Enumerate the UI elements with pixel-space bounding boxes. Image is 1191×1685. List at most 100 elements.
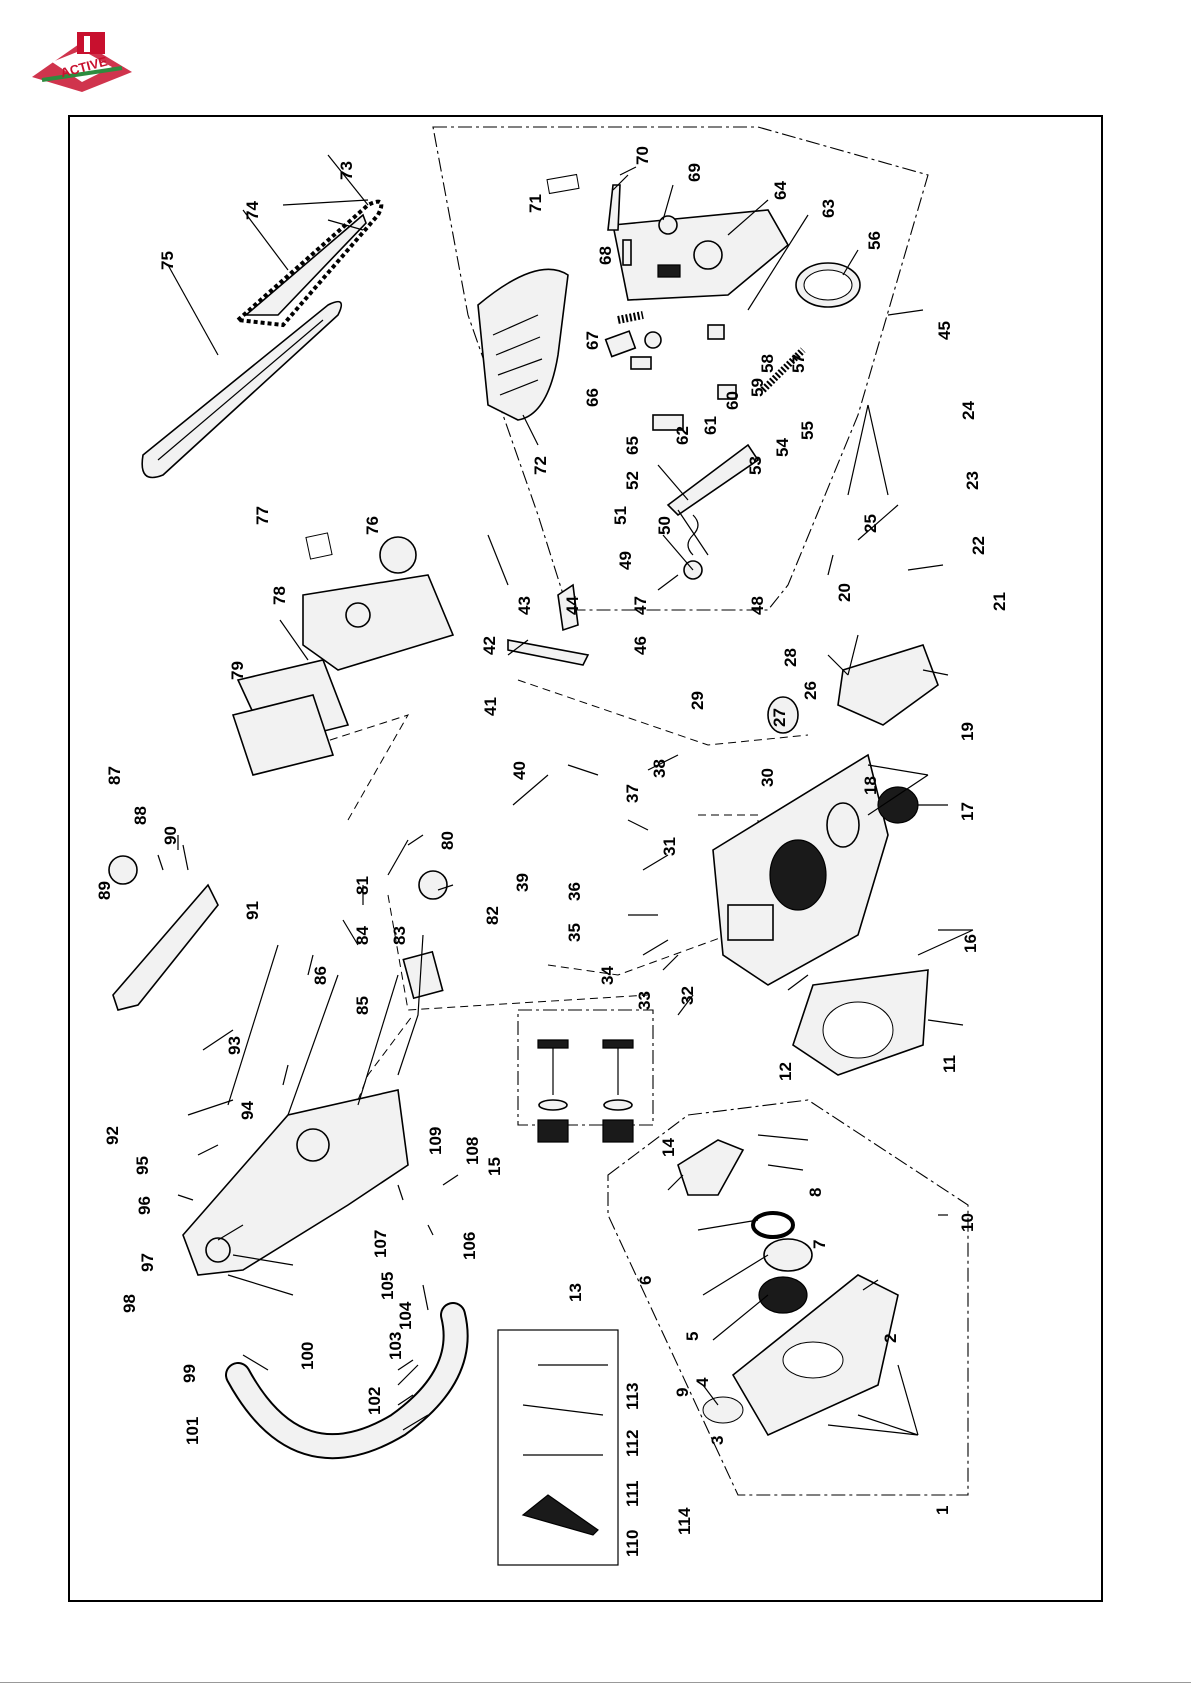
label-96: 96 (135, 1196, 154, 1215)
label-114: 114 (675, 1507, 694, 1535)
label-26: 26 (801, 681, 820, 700)
label-2: 2 (881, 1334, 900, 1343)
label-47: 47 (631, 596, 650, 615)
label-81: 81 (353, 876, 372, 895)
label-82: 82 (483, 906, 502, 925)
label-5: 5 (683, 1332, 702, 1341)
label-41: 41 (481, 697, 500, 716)
label-31: 31 (660, 837, 679, 856)
label-53: 53 (746, 456, 765, 475)
label-20: 20 (835, 583, 854, 602)
label-22: 22 (969, 536, 988, 555)
label-11: 11 (940, 1055, 959, 1073)
label-10: 10 (958, 1213, 977, 1232)
label-49: 49 (616, 551, 635, 570)
label-106: 106 (460, 1232, 479, 1260)
label-85: 85 (353, 996, 372, 1015)
label-24: 24 (959, 401, 978, 420)
label-30: 30 (758, 768, 777, 787)
label-76: 76 (363, 516, 382, 535)
label-32: 32 (678, 986, 697, 1005)
label-36: 36 (565, 882, 584, 901)
label-69: 69 (685, 163, 704, 182)
label-3: 3 (708, 1436, 727, 1445)
label-63: 63 (819, 199, 838, 218)
footer-rule (0, 1682, 1191, 1683)
label-107: 107 (371, 1230, 390, 1258)
throttle-handle (112, 883, 219, 1011)
group-boundary-10 (607, 1099, 969, 1496)
label-64: 64 (771, 181, 790, 200)
guide-bar (141, 300, 343, 479)
label-4: 4 (693, 1377, 712, 1387)
label-87: 87 (105, 766, 124, 785)
label-34: 34 (598, 966, 617, 985)
label-48: 48 (748, 596, 767, 615)
label-55: 55 (798, 421, 817, 440)
label-43: 43 (515, 596, 534, 615)
sprocket-cover (612, 209, 790, 301)
crankcase (712, 753, 889, 986)
part-labels: 1 2 3 4 5 6 7 8 9 10 11 12 13 14 15 16 1… (95, 146, 1009, 1557)
label-113: 113 (623, 1383, 642, 1410)
label-44: 44 (563, 596, 582, 615)
label-97: 97 (138, 1253, 157, 1272)
label-105: 105 (378, 1272, 397, 1300)
label-65: 65 (623, 436, 642, 455)
label-99: 99 (180, 1364, 199, 1383)
label-103: 103 (386, 1332, 405, 1360)
active-logo: ACTIVE (32, 32, 132, 92)
label-15: 15 (485, 1157, 504, 1176)
label-68: 68 (596, 246, 615, 265)
label-28: 28 (781, 648, 800, 667)
label-54: 54 (773, 438, 792, 457)
starter-housing (702, 1274, 899, 1437)
part-19 (837, 644, 939, 726)
label-35: 35 (565, 923, 584, 942)
label-57: 57 (789, 354, 808, 373)
label-18: 18 (861, 776, 880, 795)
brake-band (795, 262, 861, 308)
label-112: 112 (623, 1430, 642, 1457)
label-51: 51 (611, 506, 630, 525)
label-27: 27 (770, 708, 789, 727)
label-79: 79 (228, 661, 247, 680)
label-67: 67 (583, 331, 602, 350)
label-89: 89 (95, 881, 114, 900)
label-92: 92 (103, 1126, 122, 1145)
label-90: 90 (161, 826, 180, 845)
label-45: 45 (935, 321, 954, 340)
leader-lines (157, 154, 974, 1436)
label-100: 100 (298, 1342, 317, 1370)
label-83: 83 (390, 926, 409, 945)
label-98: 98 (120, 1294, 139, 1313)
label-111: 111 (623, 1481, 642, 1508)
label-17: 17 (958, 802, 977, 821)
label-60: 60 (723, 391, 742, 410)
brake-spring (760, 347, 806, 393)
rear-handle-cover (477, 268, 569, 421)
label-86: 86 (311, 966, 330, 985)
label-21: 21 (990, 592, 1009, 611)
label-110: 110 (623, 1530, 642, 1557)
label-46: 46 (631, 636, 650, 655)
label-29: 29 (688, 691, 707, 710)
label-75: 75 (158, 251, 177, 270)
label-78: 78 (270, 586, 289, 605)
exploded-parts-diagram: 1 2 3 4 5 6 7 8 9 10 11 12 13 14 15 16 1… (95, 126, 1009, 1566)
label-104: 104 (396, 1301, 415, 1330)
label-62: 62 (673, 426, 692, 445)
label-40: 40 (510, 761, 529, 780)
label-19: 19 (958, 722, 977, 741)
label-80: 80 (438, 831, 457, 850)
label-39: 39 (513, 873, 532, 892)
label-70: 70 (633, 146, 652, 165)
group-boundary-14 (517, 1009, 654, 1126)
label-58: 58 (758, 354, 777, 373)
label-14: 14 (659, 1138, 678, 1157)
label-9: 9 (673, 1388, 692, 1397)
label-61: 61 (701, 416, 720, 435)
label-95: 95 (133, 1156, 152, 1175)
label-74: 74 (243, 201, 262, 220)
label-91: 91 (243, 901, 262, 920)
